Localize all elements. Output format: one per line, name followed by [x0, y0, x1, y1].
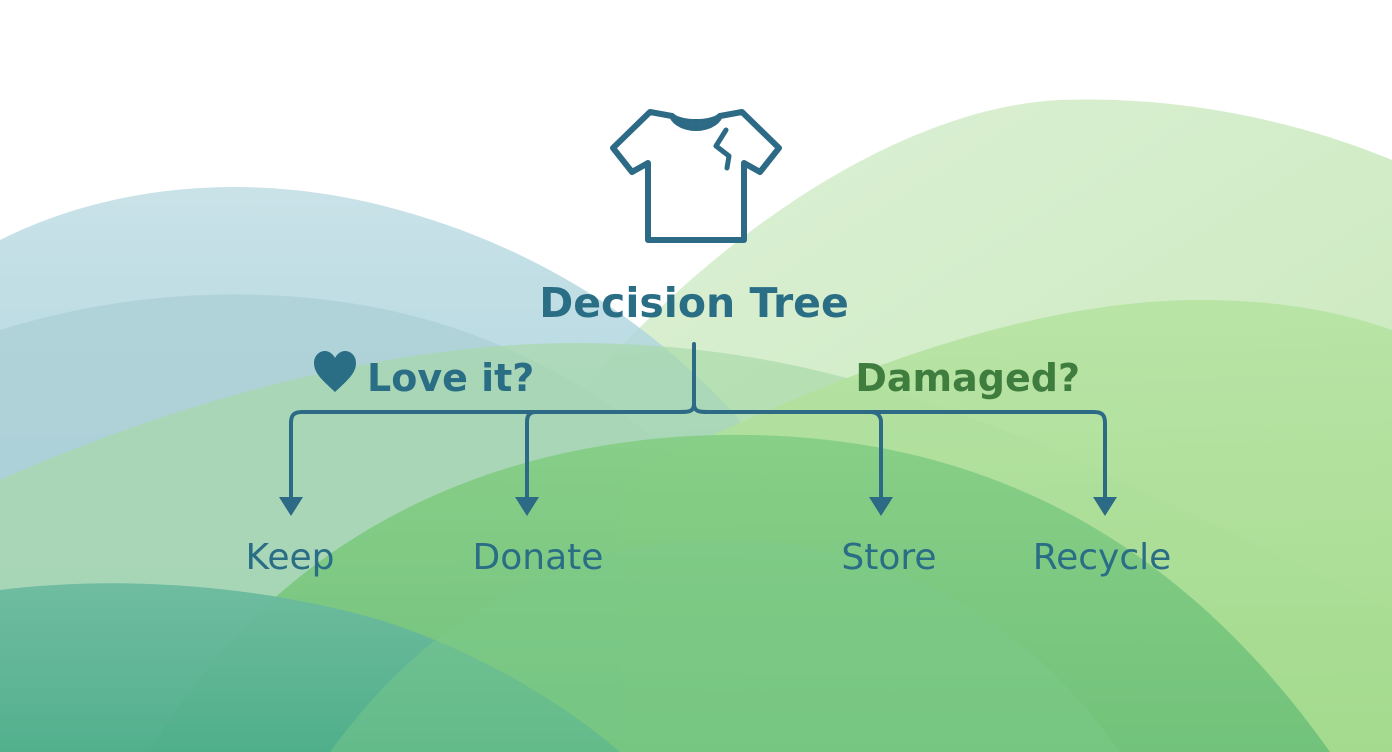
- outcome-recycle: Recycle: [1033, 537, 1172, 578]
- left-branch-line: [289, 402, 696, 502]
- question-damaged: Damaged?: [855, 356, 1080, 400]
- arrowhead-donate: [515, 497, 539, 516]
- tree-connectors: [289, 342, 1107, 502]
- hill-front-left: [0, 583, 620, 752]
- t-shirt-icon: [610, 109, 782, 243]
- outcome-donate: Donate: [473, 537, 604, 578]
- outcome-store: Store: [841, 537, 936, 578]
- arrowhead-store: [869, 497, 893, 516]
- arrowhead-recycle: [1093, 497, 1117, 516]
- hill-arc-highlight: [330, 540, 1120, 752]
- heart-icon: [314, 351, 356, 392]
- right-branch-line: [692, 402, 1107, 502]
- arrowhead-keep: [279, 497, 303, 516]
- left-branch-second-line: [525, 410, 538, 502]
- outcome-keep: Keep: [246, 537, 335, 578]
- arrowheads: [279, 497, 1117, 516]
- diagram-title: Decision Tree: [539, 279, 849, 327]
- question-love-it: Love it?: [367, 356, 534, 400]
- right-branch-second-line: [868, 410, 883, 502]
